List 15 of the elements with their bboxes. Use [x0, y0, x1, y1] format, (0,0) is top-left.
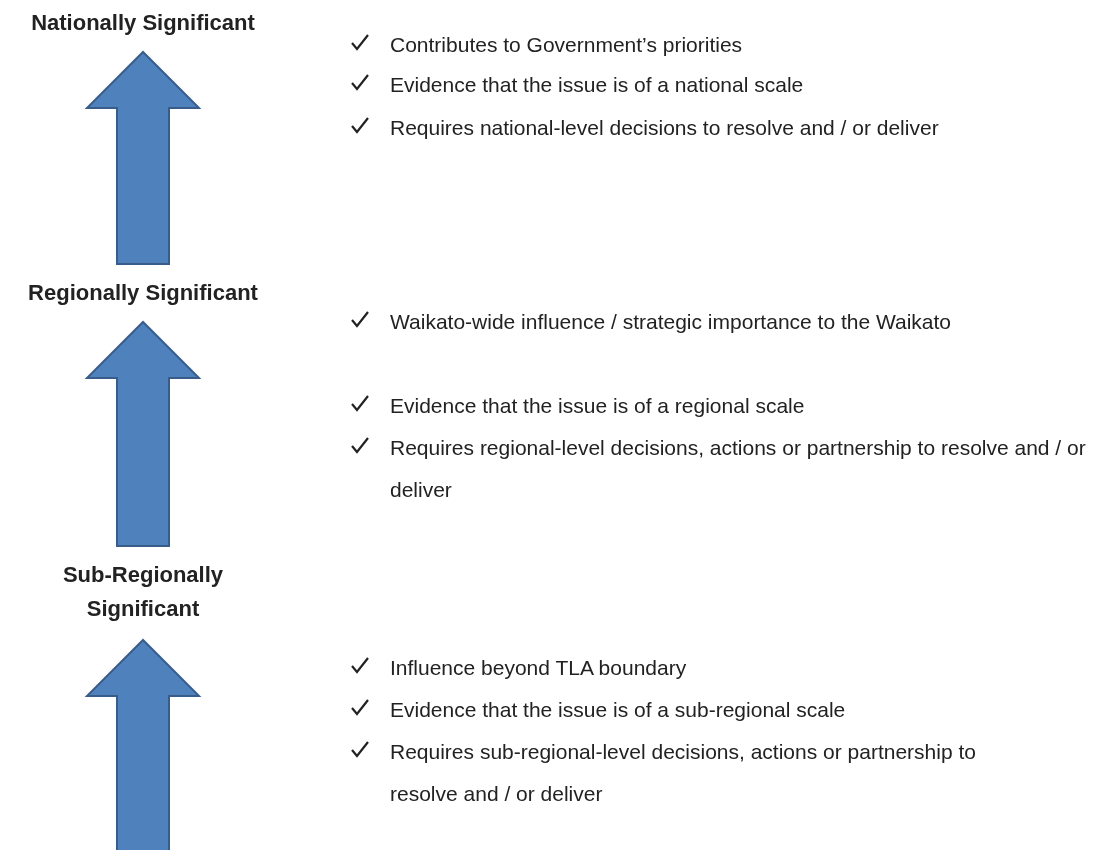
- level-heading: Sub-Regionally Significant: [43, 558, 243, 626]
- criterion-text: Waikato-wide influence / strategic importance to the Waikato: [390, 309, 953, 335]
- criterion-text: Contributes to Government’s priorities: [390, 32, 744, 58]
- criterion-text: Influence beyond TLA boundary: [390, 655, 688, 681]
- criterion-text: Evidence that the issue is of a regional scale: [390, 393, 806, 419]
- criterion-text: Requires sub-regional-level decisions, actions or partnership to resolve and / or deliver: [390, 739, 977, 807]
- criterion-text: Requires regional-level decisions, actions or partnership to resolve and / or deliver: [390, 435, 1087, 503]
- criterion-text: Requires national-level decisions to resolve and / or deliver: [390, 115, 940, 141]
- block-arrow: [84, 50, 202, 265]
- level-heading: Regionally Significant: [0, 276, 286, 310]
- block-arrow: [84, 638, 202, 850]
- block-arrow: [84, 320, 202, 547]
- level-heading: Nationally Significant: [0, 6, 286, 40]
- criterion-text: Evidence that the issue is of a national scale: [390, 72, 805, 98]
- criterion-text: Evidence that the issue is of a sub-regional scale: [390, 697, 847, 723]
